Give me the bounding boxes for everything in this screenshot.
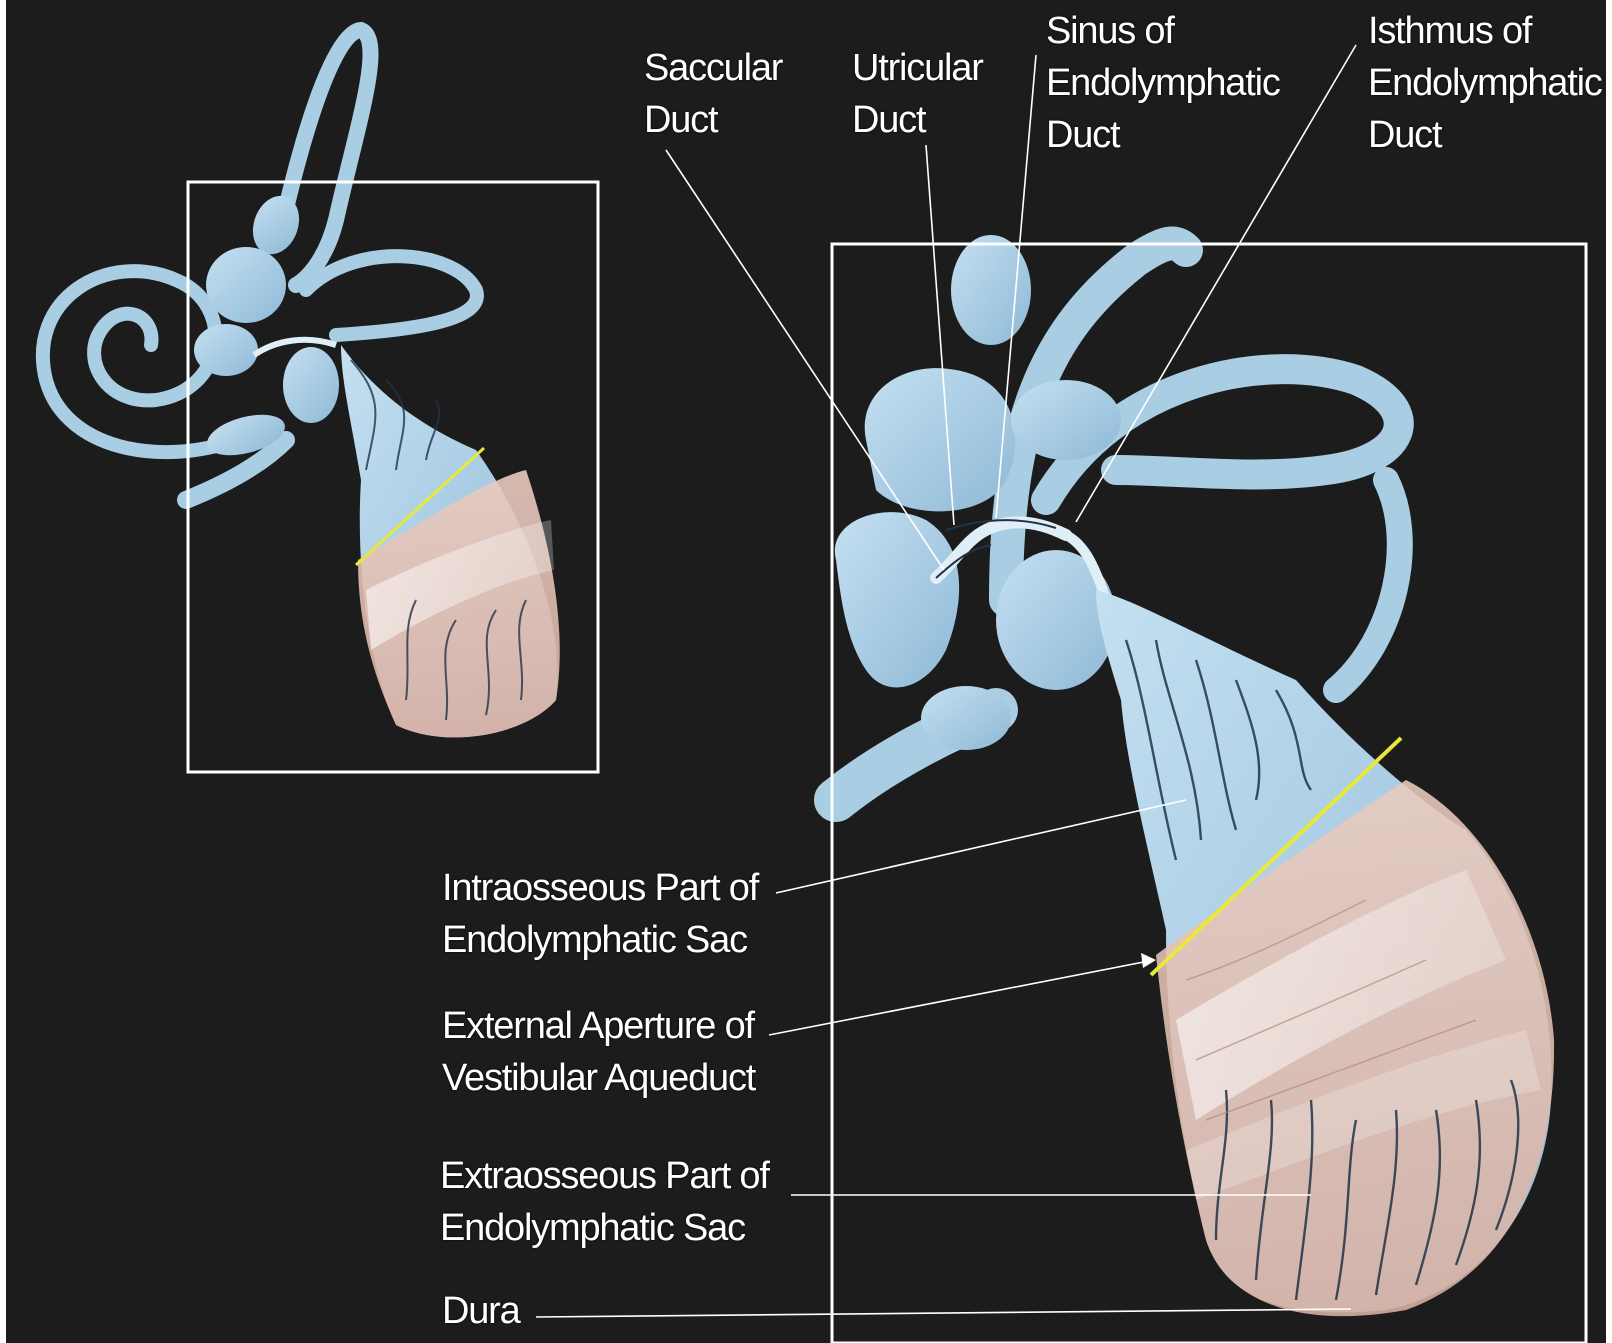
semicircular-canal-superior [281, 30, 371, 285]
label-line: Endolymphatic [1368, 57, 1602, 109]
label-line: Dura [442, 1285, 520, 1337]
label-line: Intraosseous Part of [442, 862, 758, 914]
label-line: Sinus of [1046, 5, 1280, 57]
label-line: Endolymphatic Sac [442, 914, 758, 966]
label-line: Extraosseous Part of [440, 1150, 769, 1202]
arrowhead-external-aperture [1141, 953, 1156, 968]
label-line: Duct [1046, 109, 1280, 161]
leader-saccular-duct [666, 150, 944, 570]
canal-arch-3 [1336, 480, 1400, 690]
label-external-aperture: External Aperture of Vestibular Aqueduct [442, 1000, 755, 1104]
label-saccular-duct: Saccular Duct [644, 42, 782, 146]
label-line: Duct [1368, 109, 1602, 161]
leader-external-aperture [769, 960, 1154, 1035]
enlarged-labyrinth [835, 235, 1554, 1316]
labyrinth-illustration [6, 0, 1612, 1343]
utricle [865, 368, 1016, 511]
leader-dura [536, 1309, 1351, 1317]
label-line: Endolymphatic Sac [440, 1202, 769, 1254]
overview-labyrinth [43, 30, 560, 737]
label-intraosseous-part: Intraosseous Part of Endolymphatic Sac [442, 862, 758, 966]
saccule [835, 512, 959, 687]
label-line: Vestibular Aqueduct [442, 1052, 755, 1104]
label-isthmus-endolymphatic-duct: Isthmus of Endolymphatic Duct [1368, 5, 1602, 161]
label-line: Duct [852, 94, 983, 146]
label-line: Isthmus of [1368, 5, 1602, 57]
label-line: Duct [644, 94, 782, 146]
label-dura: Dura [442, 1285, 520, 1337]
label-sinus-endolymphatic-duct: Sinus of Endolymphatic Duct [1046, 5, 1280, 161]
label-extraosseous-part: Extraosseous Part of Endolymphatic Sac [440, 1150, 769, 1254]
label-line: Saccular [644, 42, 782, 94]
label-line: External Aperture of [442, 1000, 755, 1052]
label-line: Endolymphatic [1046, 57, 1280, 109]
label-utricular-duct: Utricular Duct [852, 42, 983, 146]
semicircular-canal-lateral [306, 256, 477, 335]
label-line: Utricular [852, 42, 983, 94]
